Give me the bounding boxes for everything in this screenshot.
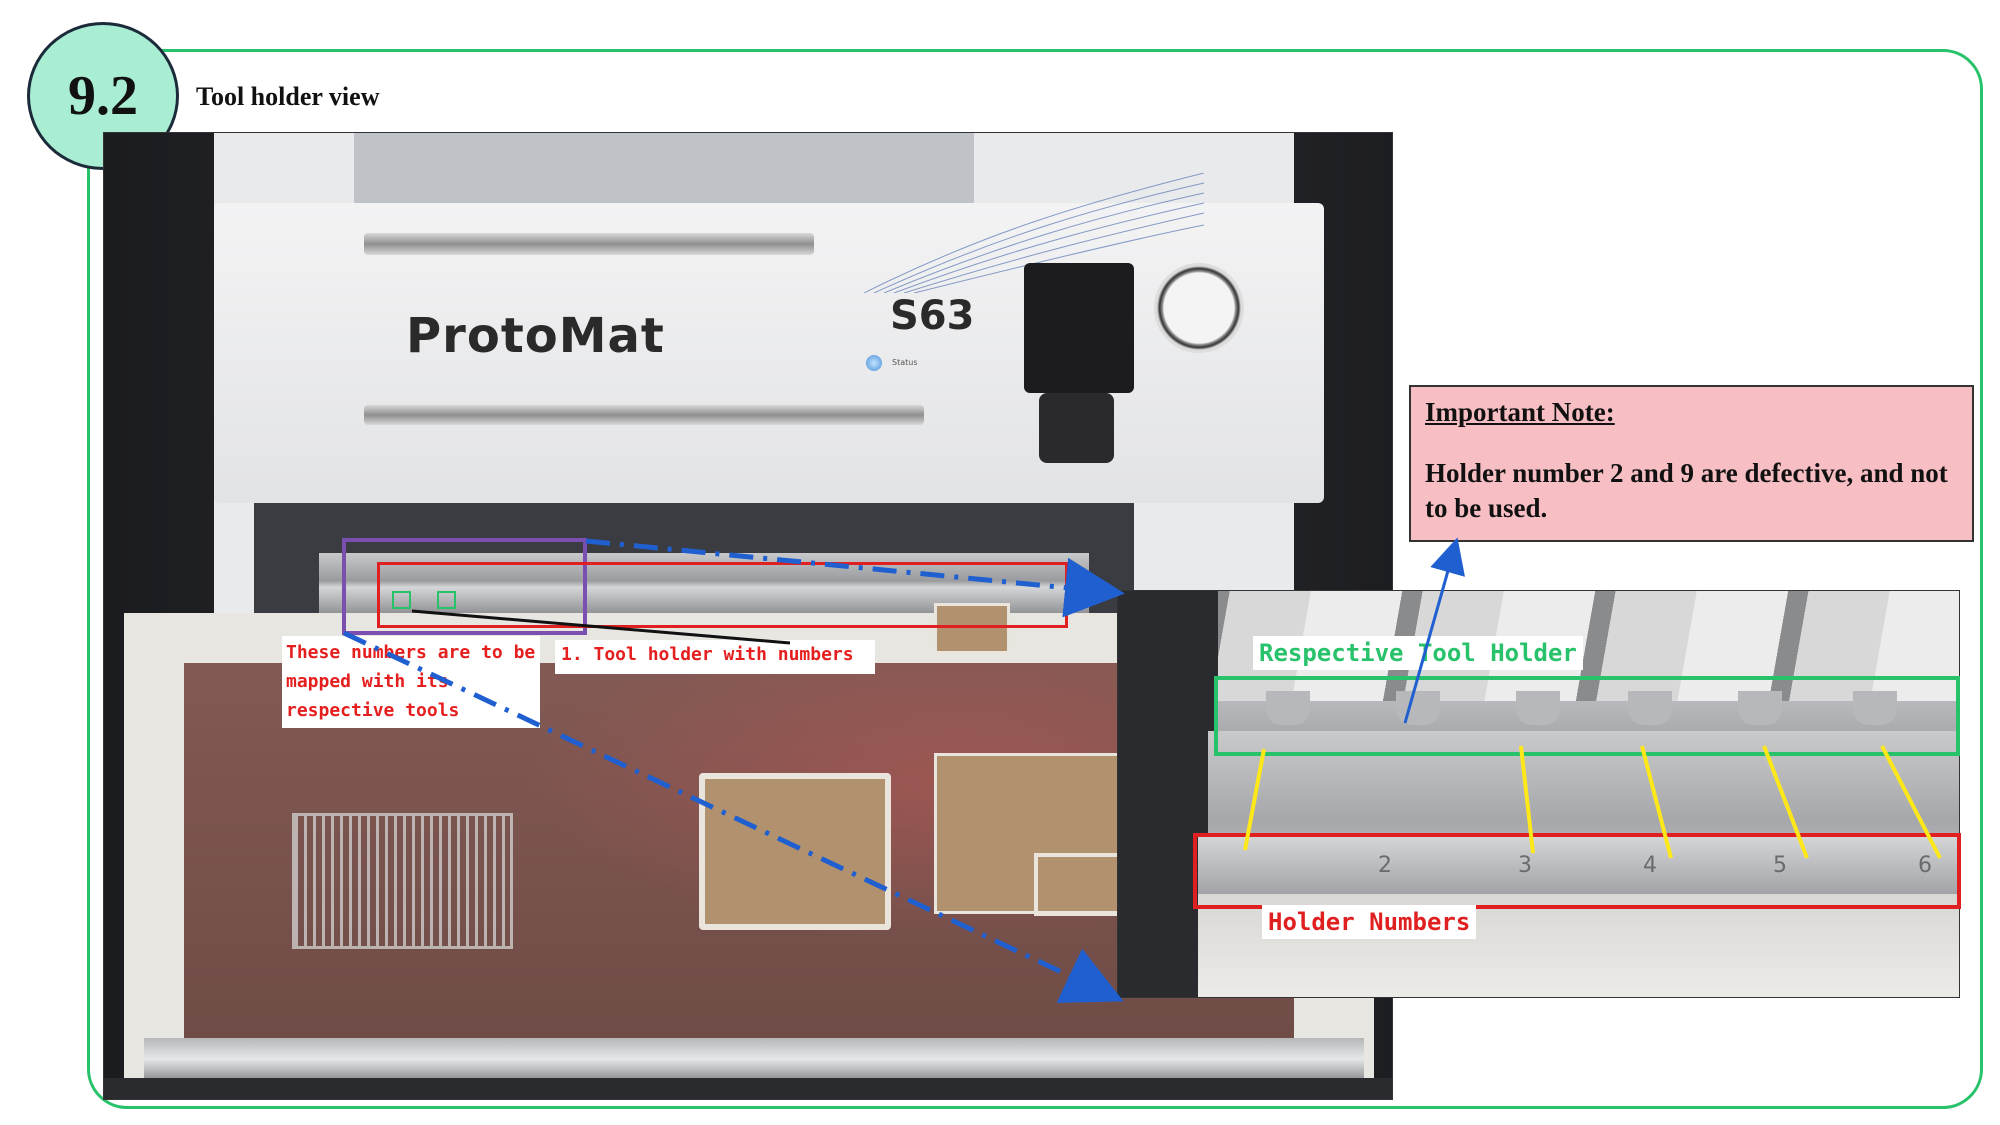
tool-fork (1853, 691, 1897, 725)
photo-floor (104, 1078, 1392, 1099)
milled-cutout (699, 773, 891, 930)
tool-fork (1516, 691, 1560, 725)
pressure-gauge-icon (1154, 263, 1244, 353)
tool-fork (1628, 691, 1672, 725)
status-label: Status (892, 358, 918, 367)
holder-digit: 4 (1643, 853, 1657, 878)
holder-digit: 2 (1378, 853, 1392, 878)
holder-digit: 3 (1518, 853, 1532, 878)
decorative-waves (864, 173, 1204, 293)
inset-number-strip (1198, 836, 1959, 894)
camera-module (1024, 263, 1134, 393)
important-note-title: Important Note: (1425, 397, 1615, 427)
machine-upper-rail (364, 233, 814, 255)
status-light-icon (866, 355, 882, 371)
holder-digit: 5 (1773, 853, 1787, 878)
bed-front-rail (144, 1038, 1364, 1080)
highlight-box-slot (392, 591, 411, 609)
important-note-body: Holder number 2 and 9 are defective, and… (1425, 458, 1948, 523)
tool-fork (1738, 691, 1782, 725)
highlight-box-slot (437, 591, 456, 609)
machine-model-label: S63 (890, 293, 975, 339)
machine-lower-rail (364, 405, 924, 425)
callout-mapping-line: respective tools (286, 700, 460, 721)
holder-digit: 6 (1918, 853, 1932, 878)
important-note-box: Important Note: Holder number 2 and 9 ar… (1409, 385, 1974, 542)
callout-mapping-line: mapped with its (286, 671, 449, 692)
machine-brand-label: ProtoMat (406, 308, 665, 364)
camera-lens (1039, 393, 1114, 463)
highlight-box-tool-holder (377, 562, 1068, 628)
pcb-trace-pattern (292, 813, 513, 949)
callout-mapping-line: These numbers are to be (286, 642, 536, 663)
tool-fork (1266, 691, 1310, 725)
highlight-box-holder-numbers-inset (1193, 833, 1961, 909)
section-title: Tool holder view (196, 82, 380, 111)
callout-mapping-note: These numbers are to be mapped with its … (282, 636, 540, 728)
highlight-box-respective-holder (1214, 676, 1960, 756)
section-frame (87, 49, 1983, 1109)
label-respective-tool-holder: Respective Tool Holder (1253, 636, 1583, 670)
label-holder-numbers: Holder Numbers (1262, 905, 1477, 939)
callout-tool-holder: 1. Tool holder with numbers (555, 640, 875, 674)
